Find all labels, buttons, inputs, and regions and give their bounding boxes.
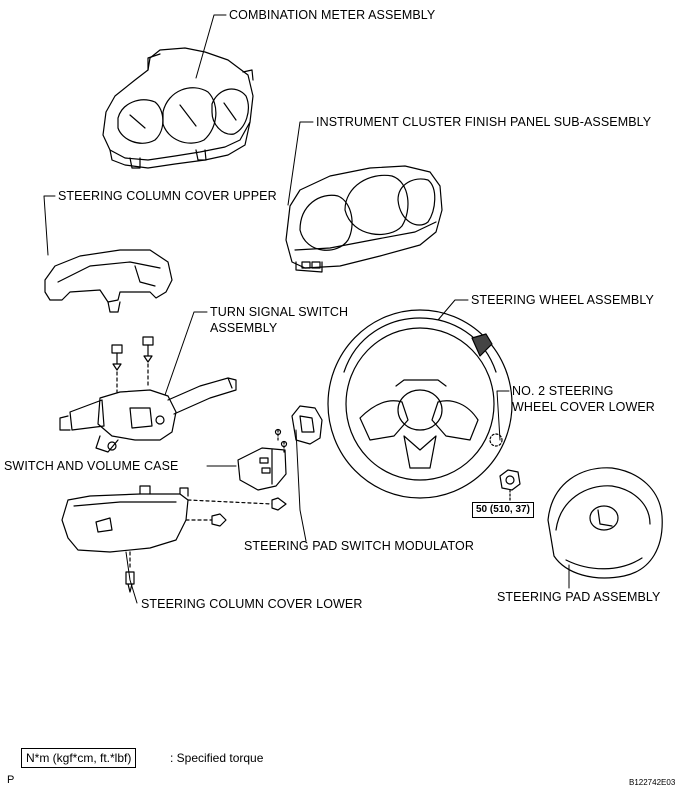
no2-cover-label-line2: WHEEL COVER LOWER (512, 400, 655, 414)
instrument-cluster-panel-illustration (285, 165, 443, 273)
switch-volume-case-label: SWITCH AND VOLUME CASE (4, 459, 179, 473)
steering-pad-label: STEERING PAD ASSEMBLY (497, 590, 661, 604)
pad-switch-modulator-illustration (291, 405, 323, 445)
torque-spec-box: 50 (510, 37) (472, 502, 534, 518)
column-cover-lower-illustration (61, 485, 287, 593)
column-cover-lower-label: STEERING COLUMN COVER LOWER (141, 597, 363, 611)
instrument-cluster-panel-label: INSTRUMENT CLUSTER FINISH PANEL SUB-ASSE… (316, 115, 652, 129)
nut-illustration (499, 469, 521, 503)
switch-volume-case-illustration (237, 428, 288, 491)
combination-meter-illustration (102, 47, 254, 169)
legend-unit-box: N*m (kgf*cm, ft.*lbf) (21, 748, 137, 768)
combination-meter-label: COMBINATION METER ASSEMBLY (229, 8, 436, 22)
pad-switch-modulator-label: STEERING PAD SWITCH MODULATOR (244, 539, 474, 553)
turn-signal-switch-label-line1: TURN SIGNAL SWITCH (210, 305, 349, 319)
figure-id: B122742E03 (629, 778, 676, 787)
leader-lines (43, 14, 570, 604)
column-cover-upper-illustration (44, 249, 173, 313)
no2-cover-label-line1: NO. 2 STEERING (512, 384, 614, 398)
steering-wheel-illustration (327, 309, 513, 499)
column-cover-upper-label: STEERING COLUMN COVER UPPER (58, 189, 277, 203)
turn-signal-switch-illustration (59, 336, 237, 453)
legend-description: : Specified torque (170, 751, 264, 765)
turn-signal-switch-label-line2: ASSEMBLY (210, 321, 278, 335)
steering-pad-illustration (547, 467, 663, 579)
steering-wheel-label: STEERING WHEEL ASSEMBLY (471, 293, 654, 307)
page-mark: P (7, 774, 15, 786)
